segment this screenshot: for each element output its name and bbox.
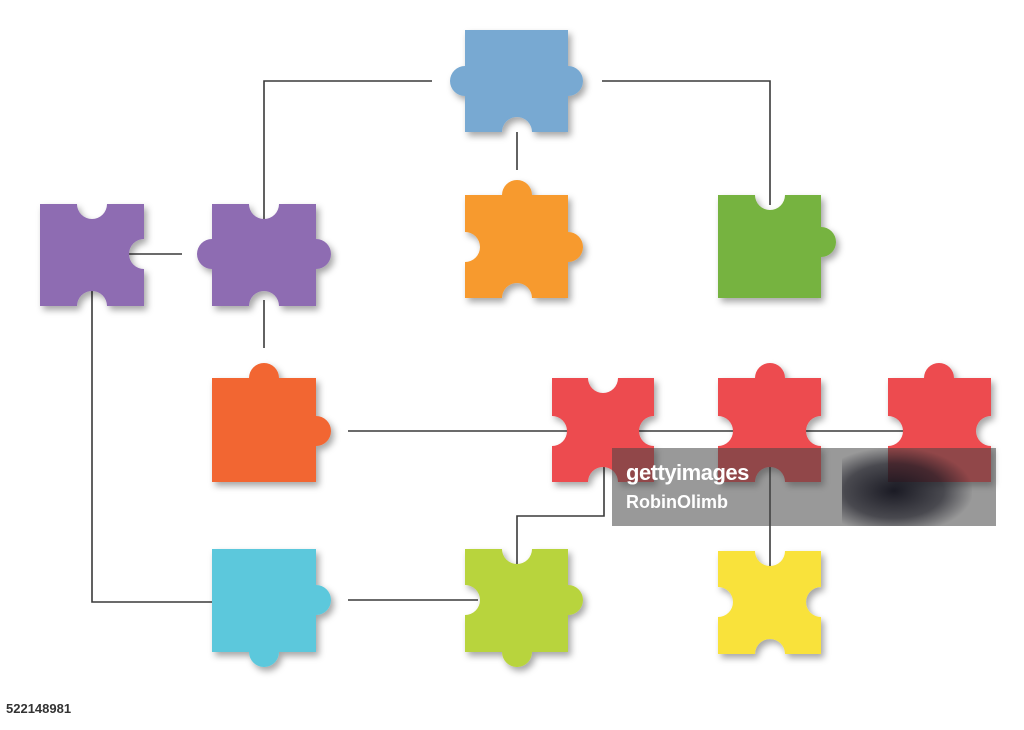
connector-top-right — [602, 80, 771, 205]
puzzle-piece-orange — [465, 180, 583, 298]
puzzle-piece-cyan — [212, 549, 331, 667]
puzzle-piece-top-blue — [450, 30, 583, 132]
puzzle-piece-purple-left — [40, 204, 144, 306]
connector-top-left — [263, 80, 432, 250]
connector-red-lime — [516, 458, 605, 570]
puzzle-piece-purple-right — [197, 204, 331, 306]
watermark-logo: gettyimages — [626, 460, 749, 485]
puzzle-piece-lime — [465, 549, 583, 667]
image-id-label: 522148981 — [0, 698, 78, 720]
watermark-credit: RobinOlimb — [626, 492, 728, 512]
puzzle-piece-green — [718, 195, 836, 298]
watermark-graphic — [842, 448, 972, 526]
puzzle-piece-yellow — [718, 551, 821, 654]
watermark-overlay: gettyimages RobinOlimb — [612, 448, 996, 526]
puzzle-piece-orange-red — [212, 363, 331, 482]
connector-left-down — [91, 280, 212, 603]
